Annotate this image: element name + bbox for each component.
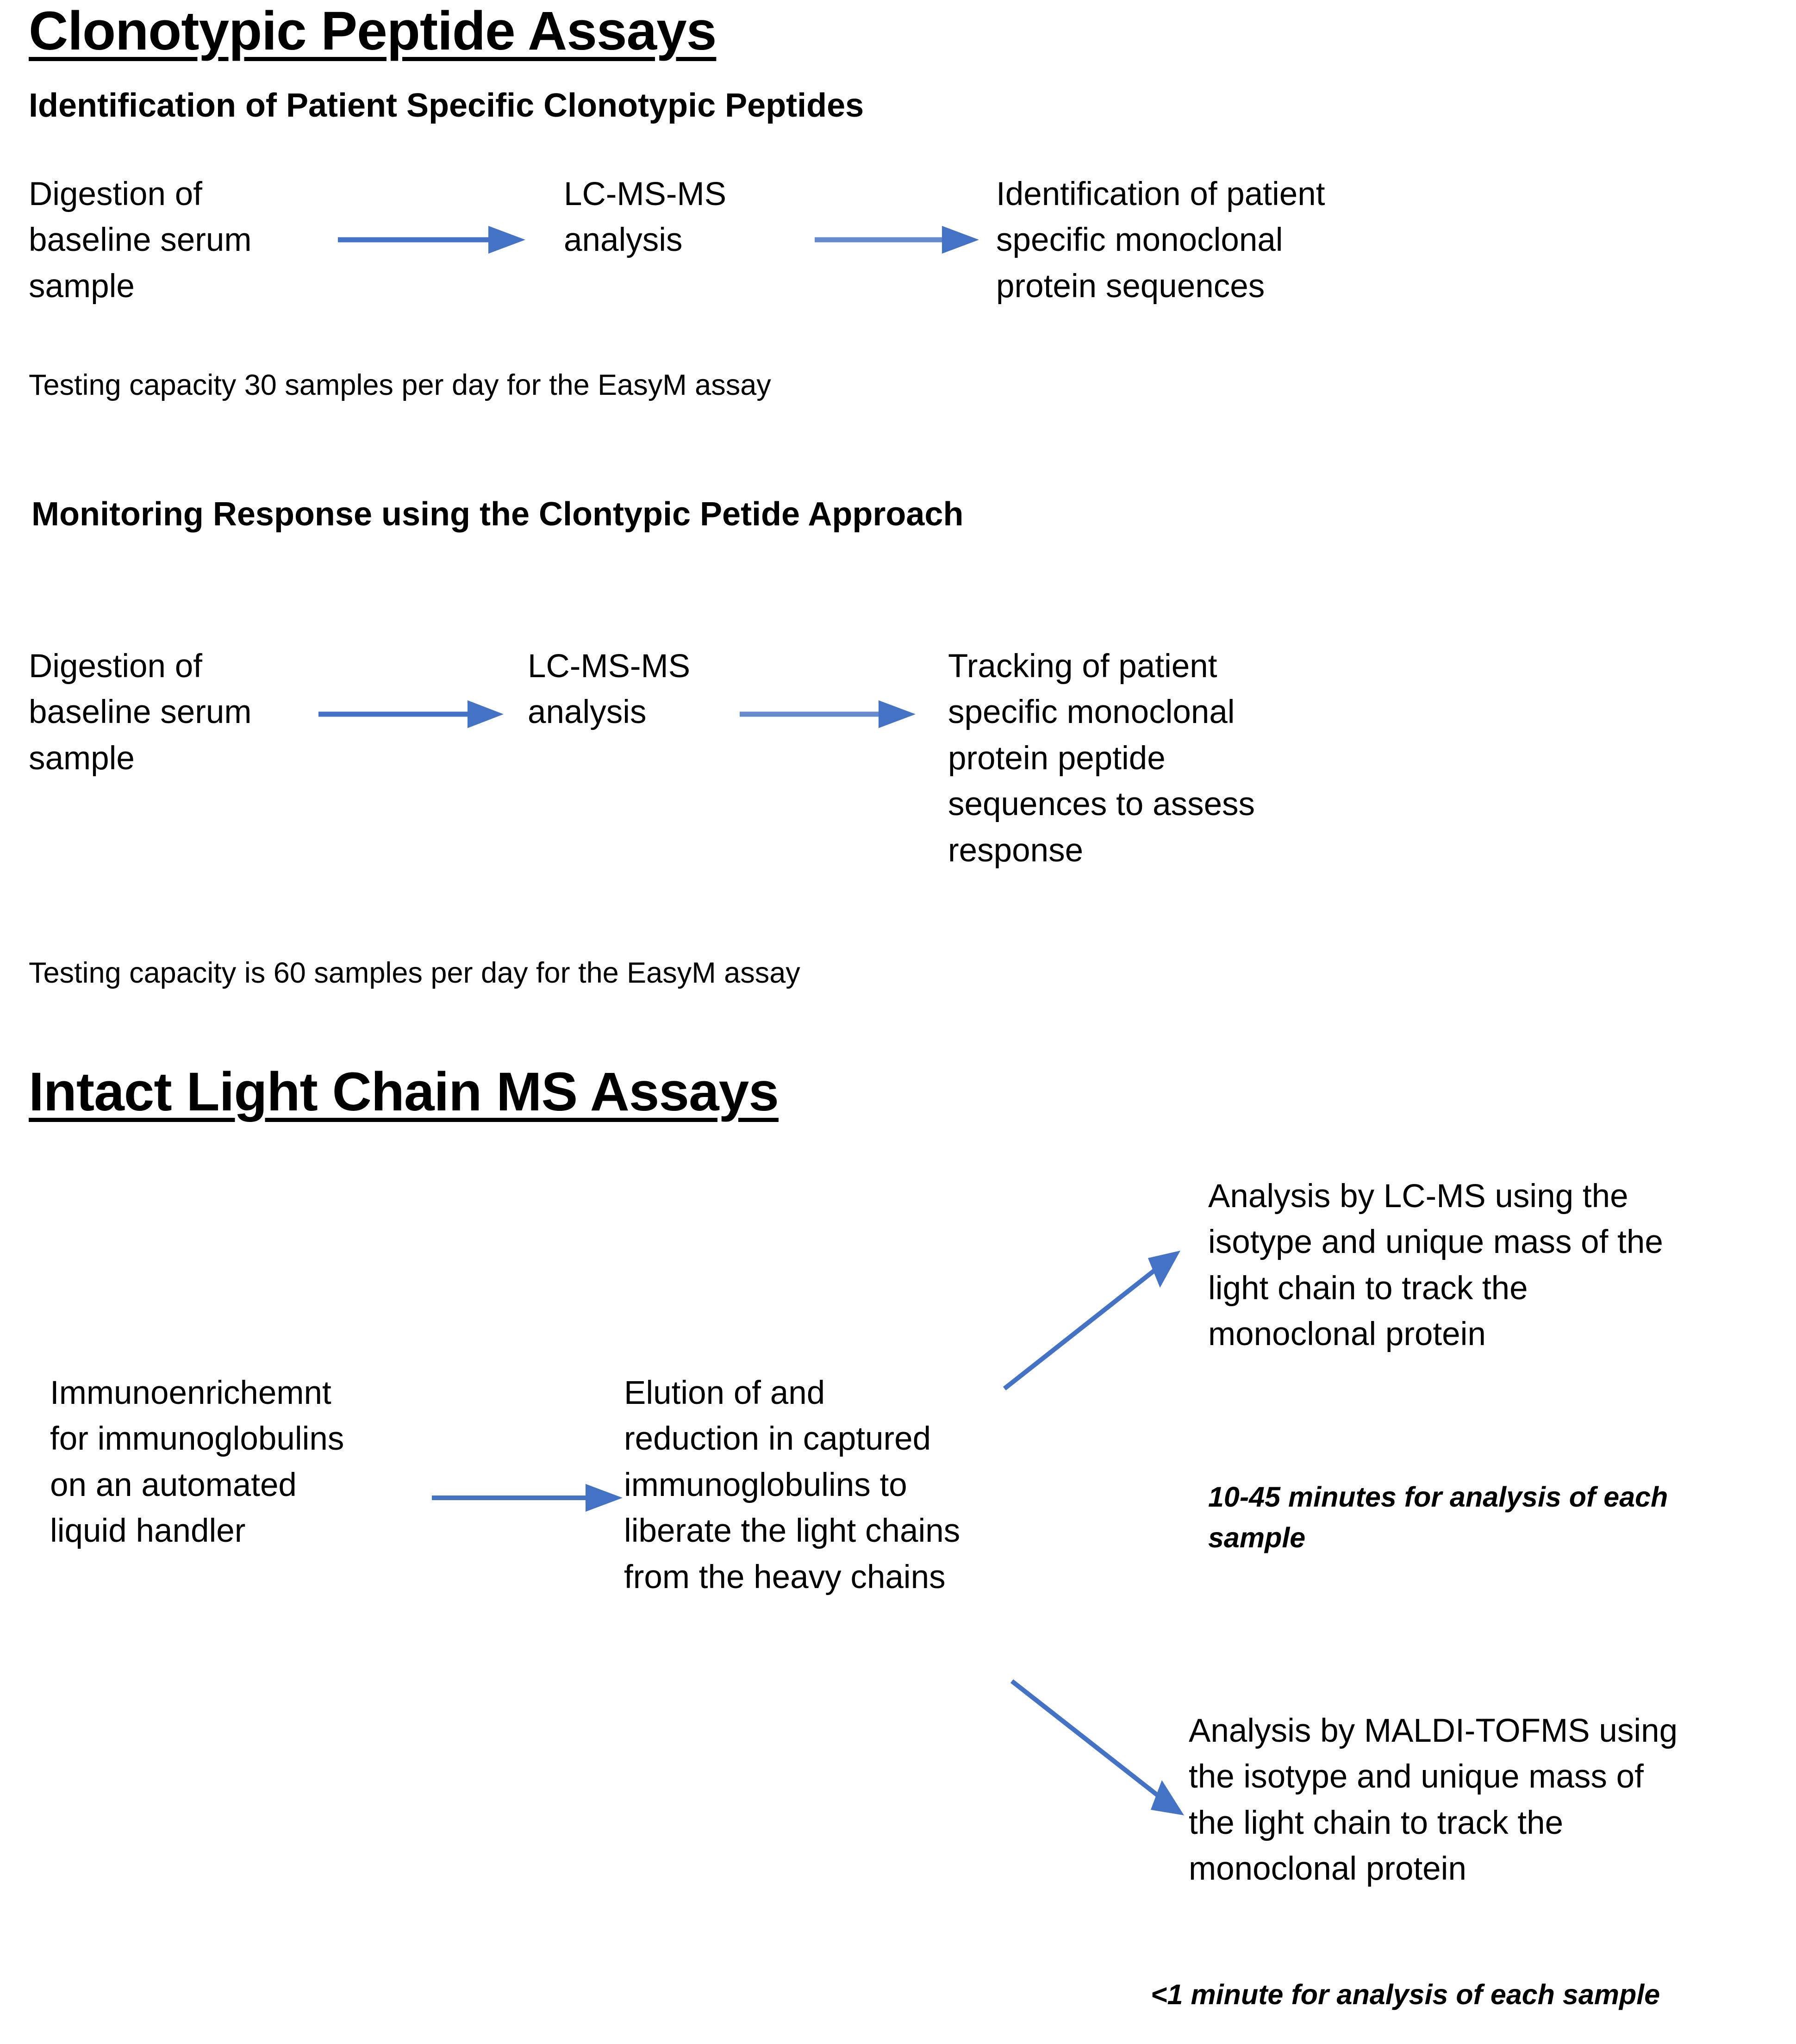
- arrow-s2-step1-to-step2: [318, 700, 504, 728]
- step-immunoenrichemnt-for-immunoglobulins: Immunoenrichemnt for immunoglobulins on …: [50, 1375, 344, 1550]
- step-digestion-of-baseline-serum-sample-1: Digestion of baseline serum sample: [29, 176, 252, 305]
- step-elution-and-reduction-in-captured-immunoglobulins: Elution of and reduction in captured imm…: [624, 1375, 960, 1595]
- section-subtitle-identification: Identification of Patient Specific Clono…: [29, 87, 864, 124]
- annotation-10-45-minutes: 10-45 minutes for analysis of each sampl…: [1208, 1481, 1668, 1554]
- branch-analysis-by-lc-ms: Analysis by LC-MS using the isotype and …: [1208, 1178, 1663, 1353]
- arrow-s2-step2-to-step3: [740, 700, 916, 728]
- step-lc-ms-ms-analysis-1: LC-MS-MS analysis: [564, 176, 727, 259]
- arrow-s1-step2-to-step3: [815, 226, 979, 254]
- section-title-intact-light-chain-ms-assays: Intact Light Chain MS Assays: [29, 1061, 779, 1122]
- arrow-s3-to-lc-ms: [1003, 1251, 1180, 1390]
- annotation-less-than-1-minute: <1 minute for analysis of each sample: [1151, 1979, 1660, 2010]
- section-title-clonotypic-peptide-assays: Clonotypic Peptide Assays: [29, 0, 717, 62]
- branch-analysis-by-maldi-tofms: Analysis by MALDI-TOFMS using the isotyp…: [1189, 1713, 1678, 1888]
- step-digestion-of-baseline-serum-sample-2: Digestion of baseline serum sample: [29, 648, 252, 777]
- section-subtitle-monitoring-response: Monitoring Response using the Clontypic …: [31, 496, 964, 533]
- step-identification-of-patient-specific-monoclonal-protein-sequences: Identification of patient specific monoc…: [996, 176, 1325, 305]
- step-tracking-of-patient-specific-monoclonal-protein-peptide-sequences: Tracking of patient specific monoclonal …: [948, 648, 1255, 869]
- step-lc-ms-ms-analysis-2: LC-MS-MS analysis: [528, 648, 691, 731]
- note-testing-capacity-60: Testing capacity is 60 samples per day f…: [29, 957, 800, 989]
- arrow-s3-to-maldi: [1010, 1679, 1184, 1815]
- arrow-s3-step1-to-step2: [432, 1484, 623, 1512]
- note-testing-capacity-30: Testing capacity 30 samples per day for …: [29, 369, 771, 401]
- arrow-s1-step1-to-step2: [338, 226, 525, 254]
